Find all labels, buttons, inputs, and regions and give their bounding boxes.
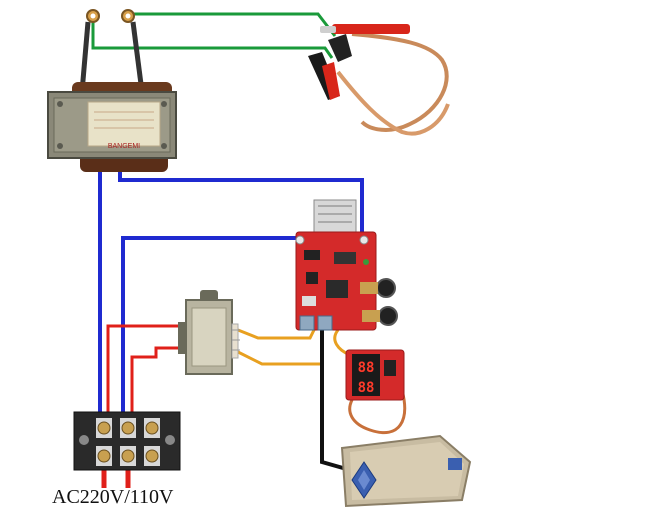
- green-wire-bottom: [91, 22, 334, 59]
- orange-wire-top: [237, 328, 316, 340]
- main-transformer: BANGEMI: [47, 82, 177, 172]
- red-wire-left: [106, 324, 183, 420]
- terminal-screw-5: [121, 449, 135, 463]
- orange-wires: [237, 328, 324, 366]
- probe-handle-black-1: [328, 34, 352, 62]
- blue-wire-to-board-right: [118, 170, 364, 240]
- probe-tip-red: [332, 24, 410, 34]
- small-transformer: [178, 290, 240, 375]
- display-top-digits: 88: [358, 360, 375, 376]
- terminal-screw-4: [97, 449, 111, 463]
- board-terminal-right: [317, 315, 333, 331]
- transformer-label-text: BANGEMI: [108, 143, 140, 150]
- ring-terminals: [79, 9, 145, 93]
- terminal-screw-3: [145, 421, 159, 435]
- terminal-screw-1: [97, 421, 111, 435]
- terminal-screw-2: [121, 421, 135, 435]
- foot-pedal: [340, 434, 472, 508]
- green-wire-top: [126, 12, 337, 37]
- red-wire-right: [130, 346, 183, 420]
- transformer-label-plate: [87, 101, 161, 147]
- digital-display-module: 88 88: [345, 349, 405, 401]
- control-board: [295, 199, 398, 331]
- blue-wires: [98, 170, 364, 420]
- terminal-block: [73, 411, 181, 471]
- display-bottom-digits: 88: [358, 380, 375, 396]
- terminal-screw-6: [145, 449, 159, 463]
- blue-wire-to-board-left: [121, 236, 300, 420]
- probe-copper-cable-1: [351, 32, 449, 132]
- red-wires: [101, 324, 183, 488]
- board-knob-bottom: [378, 306, 398, 326]
- display-lead-cable: [348, 389, 407, 435]
- board-terminal-left: [299, 315, 315, 331]
- power-input-label: AC220V/110V: [52, 486, 174, 508]
- display-screen: [352, 354, 380, 396]
- black-pedal-wire: [320, 330, 351, 472]
- board-knob-top: [376, 278, 396, 298]
- probe-copper-cable-2: [336, 70, 450, 136]
- welding-probes: [308, 24, 450, 136]
